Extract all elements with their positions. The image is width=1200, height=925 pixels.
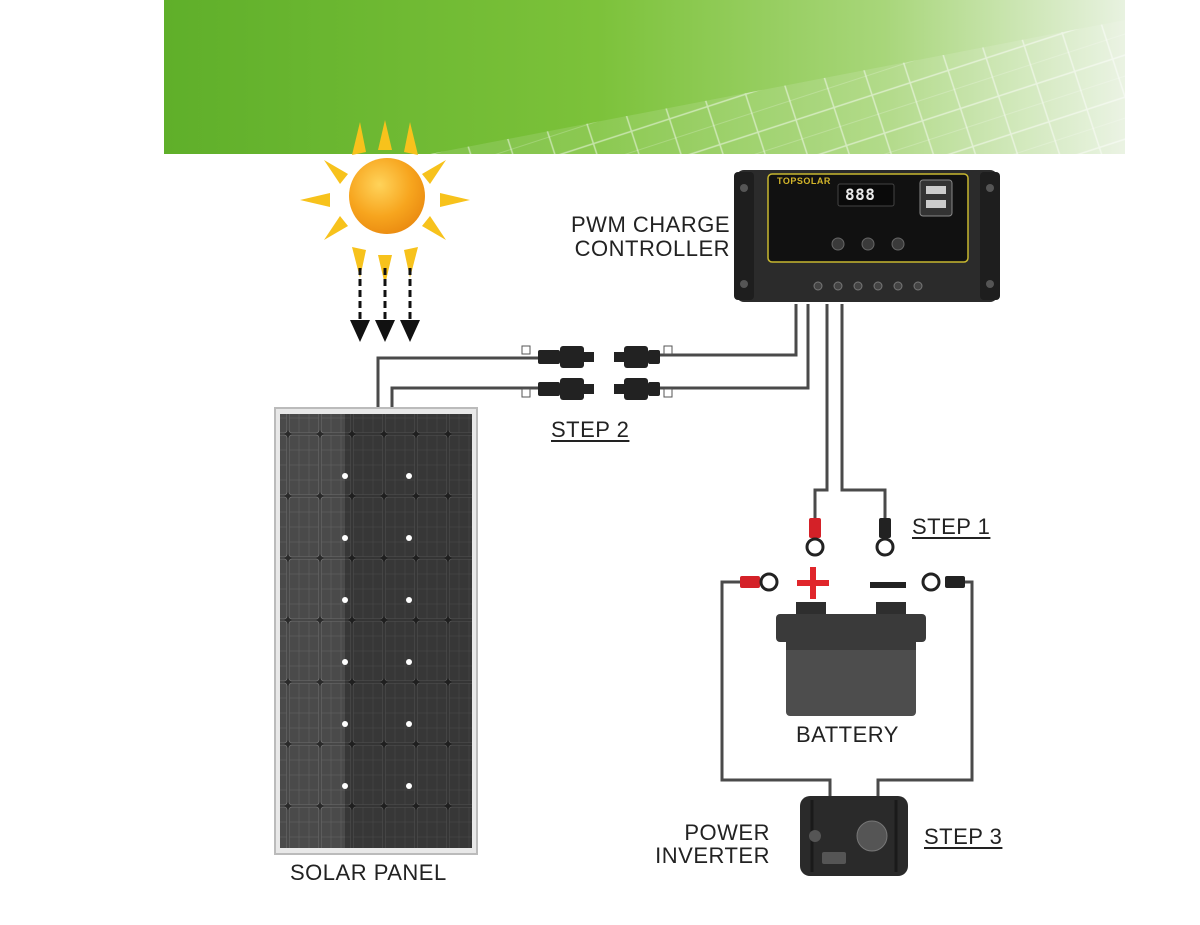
charge-controller — [734, 170, 1000, 302]
step3-label: STEP 3 — [924, 824, 1003, 849]
controller-label-line2: CONTROLLER — [574, 236, 730, 261]
sunlight-arrows-icon — [350, 268, 420, 342]
solar-panel-label: SOLAR PANEL — [290, 860, 447, 885]
usb-port-icon — [926, 186, 946, 194]
step1-label: STEP 1 — [912, 514, 991, 539]
controller-label-line1: PWM CHARGE — [571, 212, 730, 237]
ring-terminal-icon — [740, 518, 965, 592]
controller-brand: TOPSOLAR — [777, 176, 831, 186]
step2-label: STEP 2 — [551, 417, 630, 442]
power-inverter — [800, 796, 908, 876]
sun-icon — [300, 120, 470, 285]
inverter-label-line2: INVERTER — [655, 843, 770, 868]
inverter-label-line1: POWER — [684, 820, 770, 845]
solar-panel — [274, 407, 478, 855]
polarity-signs — [797, 567, 906, 599]
battery — [776, 602, 926, 716]
controller-display: 888 — [845, 185, 876, 204]
battery-label: BATTERY — [796, 722, 899, 747]
header-banner — [164, 0, 1125, 154]
mc4-connector-icon — [521, 345, 673, 400]
wires — [376, 304, 974, 798]
